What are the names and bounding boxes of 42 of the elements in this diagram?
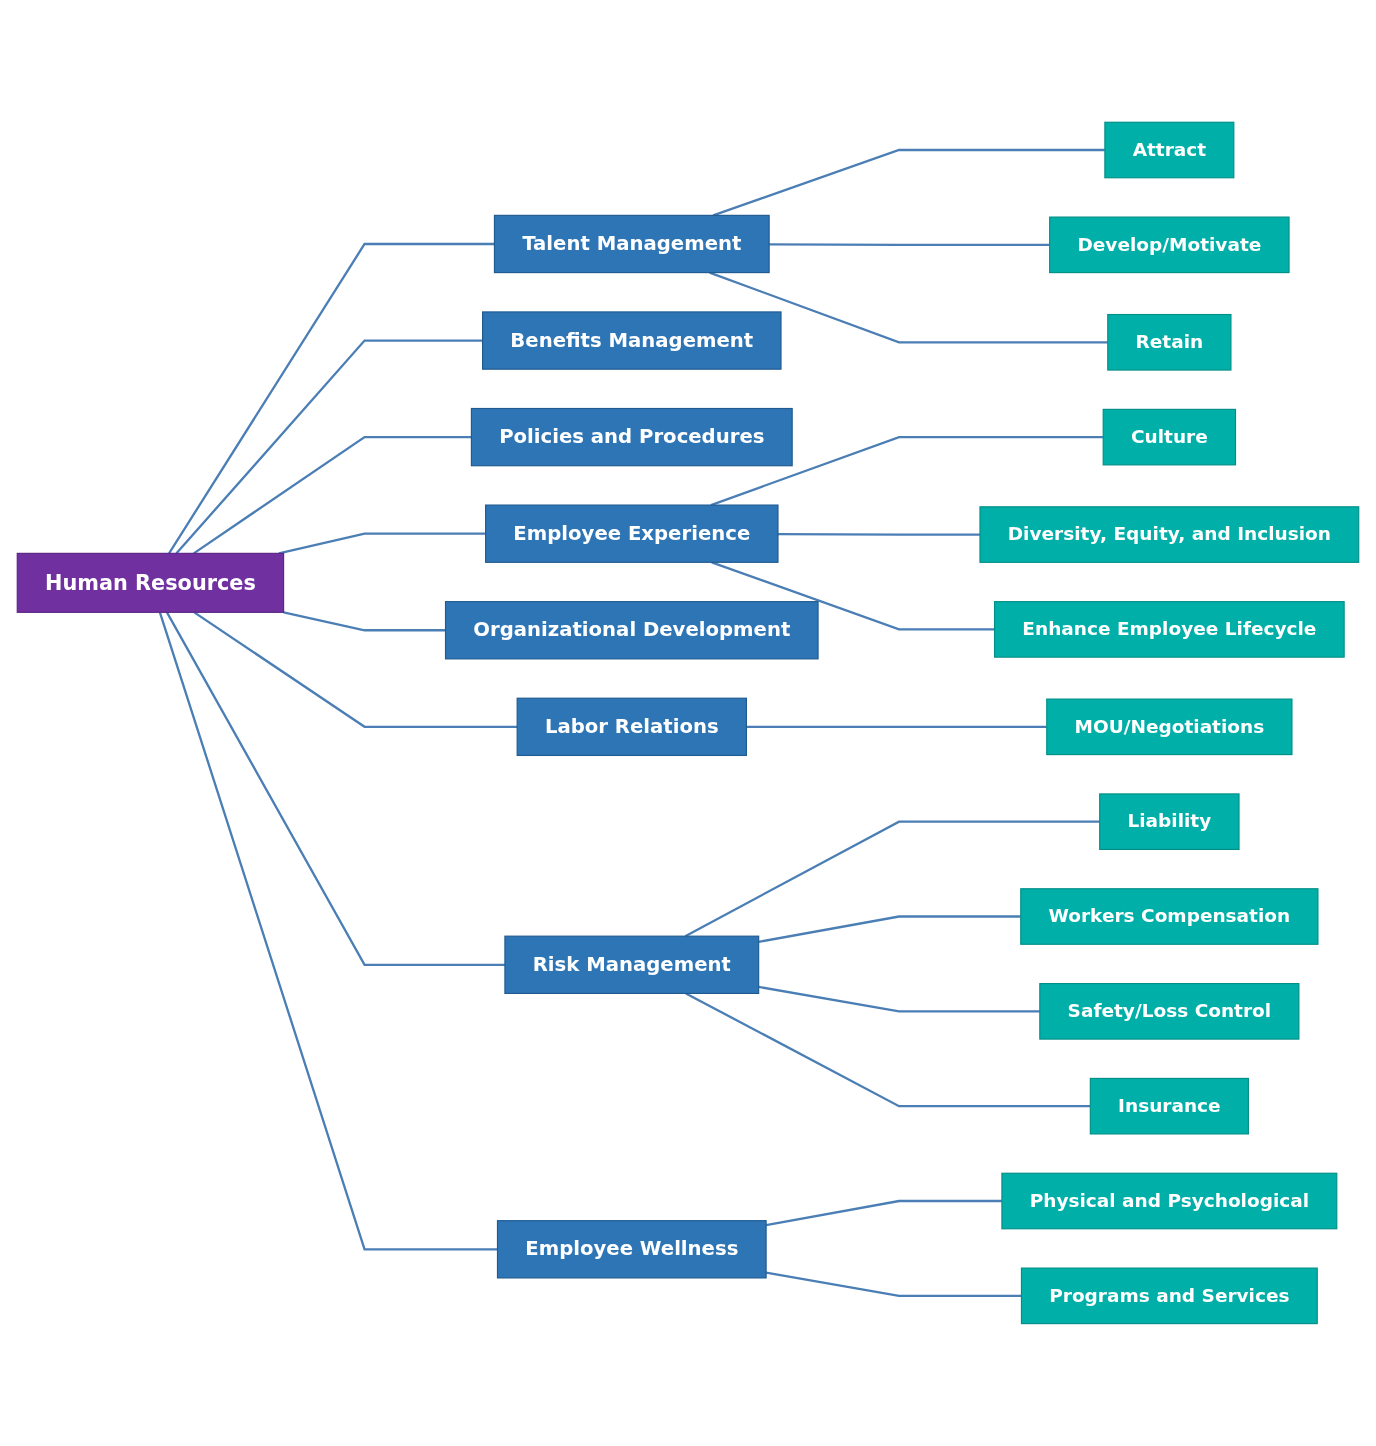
connector: [684, 820, 1100, 938]
node-box: Culture: [1102, 408, 1237, 466]
connector: [746, 725, 1047, 729]
connector: [777, 533, 980, 536]
node-box: MOU/Negotiations: [1046, 698, 1293, 756]
node-box: Retain: [1107, 314, 1232, 371]
node-box: Insurance: [1089, 1077, 1249, 1135]
connector: [758, 915, 1021, 944]
node-box: Diversity, Equity, and Inclusion: [979, 506, 1360, 563]
node-box: Labor Relations: [516, 697, 747, 757]
node-box: Risk Management: [504, 935, 760, 995]
node-box: Safety/Loss Control: [1039, 983, 1300, 1040]
connector: [710, 436, 1104, 507]
node-box: Benefits Management: [482, 311, 782, 370]
connector: [711, 561, 995, 631]
node-box: Talent Management: [493, 214, 770, 274]
node-box: Develop/Motivate: [1049, 216, 1290, 274]
node-box: Employee Experience: [485, 504, 779, 563]
node-box: Human Resources: [16, 552, 285, 613]
connector: [158, 612, 498, 1251]
node-box: Enhance Employee Lifecycle: [994, 601, 1345, 658]
connector: [769, 243, 1050, 247]
connector: [165, 611, 505, 966]
node-box: Workers Compensation: [1020, 888, 1319, 945]
connector: [685, 992, 1091, 1108]
connector: [168, 242, 495, 555]
connector: [193, 436, 472, 555]
node-box: Programs and Services: [1020, 1267, 1318, 1325]
node-box: Attract: [1104, 121, 1235, 179]
connector: [758, 985, 1040, 1013]
node-box: Employee Wellness: [496, 1220, 767, 1279]
connector: [712, 148, 1105, 217]
connector: [283, 611, 446, 632]
node-box: Liability: [1099, 793, 1240, 851]
node-box: Policies and Procedures: [470, 408, 793, 467]
connector: [765, 1199, 1002, 1227]
connector: [709, 271, 1108, 344]
node-box: Physical and Psychological: [1001, 1172, 1338, 1230]
connector: [175, 339, 483, 555]
connector: [193, 611, 518, 729]
connector: [278, 532, 486, 555]
node-box: Organizational Development: [444, 601, 819, 660]
